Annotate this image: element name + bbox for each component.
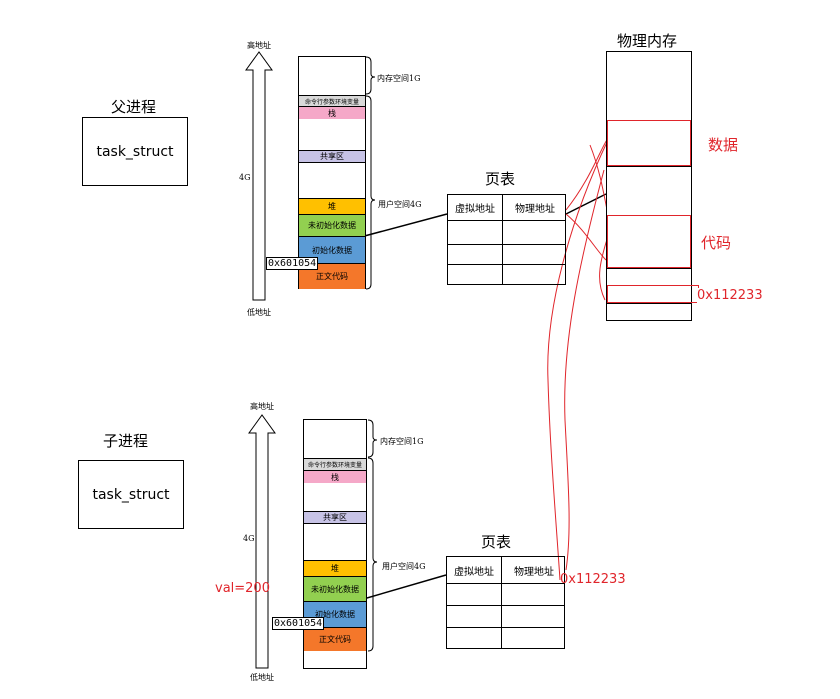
child-segment-heap: 堆 xyxy=(304,560,366,576)
child-virtual-address-space: 命令行参数环境变量 栈 共享区 堆 未初始化数据 初始化数据 正文代码 xyxy=(303,419,367,669)
physical-memory-block xyxy=(606,51,692,321)
parent-kernel-brace xyxy=(365,56,376,95)
child-val-annotation: val=200 xyxy=(215,581,270,596)
parent-kernel-space-label: 内存空间1G xyxy=(377,74,421,83)
parent-page-table-title: 页表 xyxy=(485,170,516,188)
child-user-space-label: 用户空间4G xyxy=(382,562,426,571)
parent-size-label: 4G xyxy=(239,173,251,182)
parent-user-brace xyxy=(365,95,376,290)
child-user-brace xyxy=(367,457,378,652)
child-kernel-space-label: 内存空间1G xyxy=(380,437,424,446)
child-page-table-title: 页表 xyxy=(481,533,512,551)
physical-memory-title: 物理内存 xyxy=(617,32,678,50)
physical-data-label: 数据 xyxy=(708,136,739,154)
parent-user-space-label: 用户空间4G xyxy=(378,200,422,209)
parent-process-title: 父进程 xyxy=(111,98,157,116)
child-task-struct-box: task_struct xyxy=(78,460,184,529)
parent-page-table: 虚拟地址 物理地址 xyxy=(447,194,566,285)
child-page-table-physical-header: 物理地址 xyxy=(514,566,554,578)
parent-segment-stack: 栈 xyxy=(299,106,365,119)
parent-segment-shared: 共享区 xyxy=(299,150,365,163)
child-segment-text: 正文代码 xyxy=(304,627,366,651)
physical-code-region xyxy=(607,215,691,268)
child-segment-stack: 栈 xyxy=(304,470,366,483)
parent-page-table-physical-header: 物理地址 xyxy=(515,204,555,215)
pagetable-to-memory-line xyxy=(565,193,607,215)
parent-task-struct-box: task_struct xyxy=(82,117,188,186)
parent-high-address-label: 高地址 xyxy=(247,41,271,50)
child-segment-cmdline-env: 命令行参数环境变量 xyxy=(304,458,366,470)
physical-data-region xyxy=(607,120,691,166)
child-size-label: 4G xyxy=(243,534,255,543)
child-process-title: 子进程 xyxy=(103,432,149,450)
child-segment-shared: 共享区 xyxy=(304,511,366,524)
parent-segment-cmdline-env: 命令行参数环境变量 xyxy=(299,95,365,106)
child-kernel-brace xyxy=(367,419,378,458)
child-bss-to-pagetable-line xyxy=(359,574,447,601)
child-low-address-label: 低地址 xyxy=(250,673,274,682)
parent-segment-bss: 未初始化数据 xyxy=(299,214,365,236)
child-page-table-address-annotation: 0x112233 xyxy=(560,572,626,587)
parent-address-arrow xyxy=(245,51,273,301)
child-page-table-virtual-header: 虚拟地址 xyxy=(454,566,494,578)
physical-address-label: 0x112233 xyxy=(697,288,763,303)
child-high-address-label: 高地址 xyxy=(250,402,274,411)
physical-code-label: 代码 xyxy=(701,234,732,252)
child-page-table: 虚拟地址 物理地址 xyxy=(446,556,565,649)
parent-bss-to-pagetable-line xyxy=(356,213,448,239)
parent-page-table-virtual-header: 虚拟地址 xyxy=(455,204,495,215)
parent-virtual-address-space: 命令行参数环境变量 栈 共享区 堆 未初始化数据 初始化数据 正文代码 xyxy=(298,56,366,289)
parent-segment-heap: 堆 xyxy=(299,198,365,214)
parent-address-value: 0x601054 xyxy=(266,257,319,270)
parent-low-address-label: 低地址 xyxy=(247,308,271,317)
child-address-value: 0x601054 xyxy=(272,617,325,630)
child-segment-bss: 未初始化数据 xyxy=(304,576,366,601)
child-address-arrow xyxy=(248,414,276,669)
physical-address-region xyxy=(607,285,699,303)
